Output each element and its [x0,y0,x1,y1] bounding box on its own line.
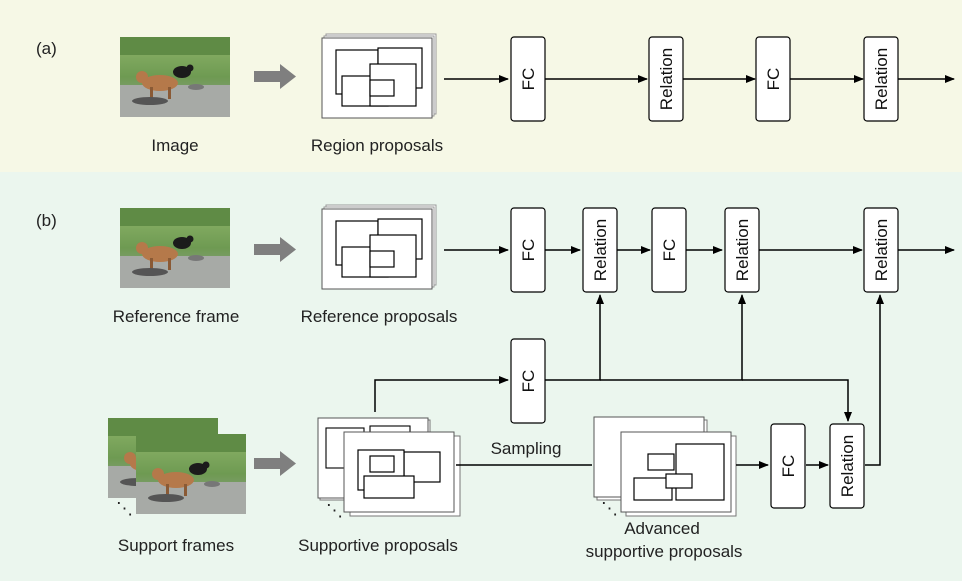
input-image [120,37,230,117]
block-a-fc-1: FC [510,36,546,122]
arrow-fc-to-relation-1 [545,294,604,381]
sampling-label: Sampling [491,439,562,458]
advanced-supportive-proposals-graphic [593,416,737,517]
reference-proposals-caption: Reference proposals [301,307,458,326]
arrow-fc-to-relation-2 [600,294,746,381]
svg-text:FC: FC [519,370,538,393]
block-a-relation-1: Relation [648,36,684,122]
reference-frame-caption: Reference frame [113,307,240,326]
svg-text:FC: FC [519,68,538,91]
block-b-relation-3: Relation [863,207,899,293]
svg-text:Relation: Relation [838,435,857,497]
advanced-caption-line1: Advanced [624,519,700,538]
svg-text:Relation: Relation [872,219,891,281]
block-b-relation-2: Relation [724,207,760,293]
block-b-fc-1: FC [510,207,546,293]
svg-text:Relation: Relation [657,48,676,110]
svg-text:FC: FC [764,68,783,91]
support-frames-ellipsis: ⋱ [116,499,133,518]
svg-text:Relation: Relation [591,219,610,281]
supportive-proposals-ellipsis: ⋱ [326,501,343,520]
support-frames-caption: Support frames [118,536,234,555]
block-b-relation-1: Relation [582,207,618,293]
region-proposals-caption: Region proposals [311,136,443,155]
region-proposals-graphic [321,33,437,119]
panel-a-label: (a) [36,39,57,58]
supportive-proposals-caption: Supportive proposals [298,536,458,555]
svg-text:FC: FC [660,239,679,262]
block-b-bottom-fc: FC [770,423,806,509]
svg-text:FC: FC [519,239,538,262]
arrow-support-to-fc [374,376,509,412]
block-a-fc-2: FC [755,36,791,122]
image-caption: Image [151,136,198,155]
reference-frame-image [120,208,230,288]
arrow-relation-to-top-relation [865,294,884,466]
block-b-fc-2: FC [651,207,687,293]
advanced-proposals-ellipsis: ⋱ [601,499,618,518]
svg-text:Relation: Relation [872,48,891,110]
svg-text:FC: FC [779,455,798,478]
reference-proposals-graphic [321,204,437,290]
arrow-fc-to-relation-bottom [742,379,852,422]
block-a-relation-2: Relation [863,36,899,122]
block-b-middle-fc: FC [510,338,546,424]
advanced-caption-line2: supportive proposals [586,542,743,561]
supportive-proposals-graphic [317,417,461,517]
gray-arrow-a [254,64,296,89]
panel-b-label: (b) [36,211,57,230]
gray-arrow-b-bottom [254,451,296,476]
gray-arrow-b-top [254,237,296,262]
block-b-bottom-relation: Relation [829,423,865,509]
svg-text:Relation: Relation [733,219,752,281]
